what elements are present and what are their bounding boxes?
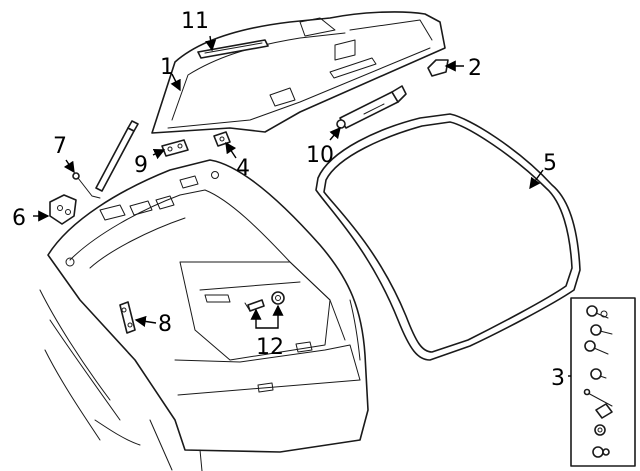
hardware-box xyxy=(570,297,636,467)
leaders xyxy=(33,35,571,377)
liftgate-panel xyxy=(151,11,446,134)
callout-1: 1 xyxy=(160,55,174,80)
bracket-4 xyxy=(213,131,231,147)
bolt-and-bumper xyxy=(244,291,285,312)
callout-9: 9 xyxy=(134,153,148,178)
callout-3: 3 xyxy=(551,366,565,391)
callout-8: 8 xyxy=(158,312,172,337)
callout-10: 10 xyxy=(306,143,334,168)
screw-3 xyxy=(584,340,609,355)
callout-7: 7 xyxy=(53,134,67,159)
screw-1 xyxy=(586,305,609,319)
callouts: 1 2 3 4 5 6 7 8 9 10 11 12 xyxy=(12,9,565,391)
screw-4 xyxy=(590,368,607,380)
striker xyxy=(119,301,136,334)
bracket-9 xyxy=(161,139,189,157)
vehicle-body xyxy=(39,159,369,471)
pin xyxy=(583,388,613,407)
hinge xyxy=(49,194,77,225)
callout-12: 12 xyxy=(256,335,284,360)
callout-4: 4 xyxy=(236,156,250,181)
callout-5: 5 xyxy=(543,151,557,176)
screw-2 xyxy=(590,324,613,336)
gas-strut-left xyxy=(72,120,139,199)
grommet xyxy=(594,424,606,436)
callout-6: 6 xyxy=(12,206,26,231)
gas-strut-right xyxy=(336,85,407,129)
handle-cover xyxy=(427,59,449,77)
callout-2: 2 xyxy=(468,56,482,81)
clip xyxy=(595,403,613,419)
weatherstrip xyxy=(315,113,581,361)
push-clip xyxy=(592,446,610,458)
callout-11: 11 xyxy=(181,9,209,34)
